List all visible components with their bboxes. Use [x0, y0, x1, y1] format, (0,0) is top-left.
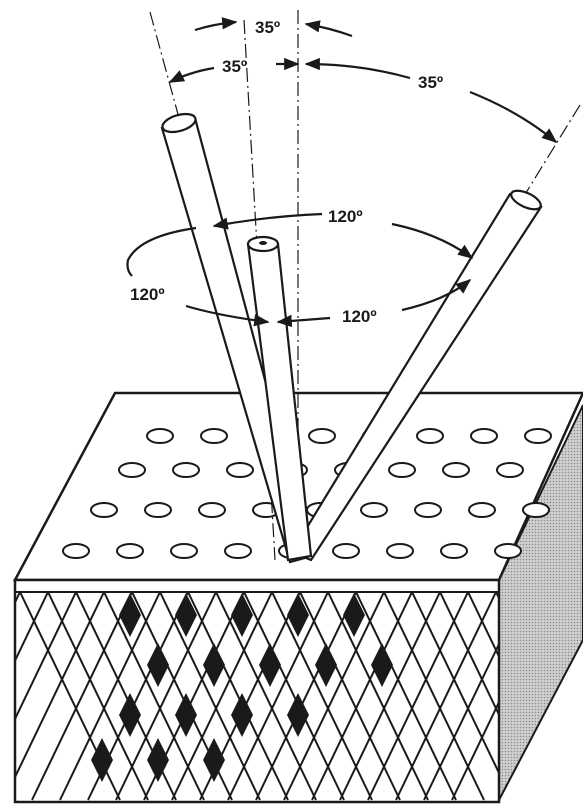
fiber-line	[47, 592, 149, 801]
hole	[198, 502, 226, 518]
hole	[172, 462, 200, 478]
fiber-line	[327, 592, 429, 801]
fiber-weave-pattern	[15, 592, 499, 801]
hole	[62, 543, 90, 559]
fiber-diamond	[287, 593, 309, 637]
hole	[200, 428, 228, 444]
fiber-diamond	[175, 593, 197, 637]
left-120-lower-arrow	[185, 304, 270, 327]
hole	[388, 462, 416, 478]
fiber-diamond	[147, 643, 169, 687]
fiber-line	[255, 592, 357, 801]
fiber-line	[367, 592, 469, 801]
fiber-line	[115, 592, 217, 801]
hole	[468, 502, 496, 518]
fiber-line	[31, 592, 133, 801]
hole	[332, 543, 360, 559]
hole	[360, 502, 388, 518]
fiber-diamond	[119, 593, 141, 637]
hole	[416, 428, 444, 444]
hole	[118, 462, 146, 478]
fiber-line	[271, 592, 373, 801]
rods	[160, 112, 543, 564]
angle-dimension-marks	[126, 17, 558, 328]
hole	[386, 543, 414, 559]
fiber-line	[59, 592, 161, 801]
fiber-diamond	[231, 693, 253, 737]
fiber-line	[423, 641, 499, 801]
hole	[524, 428, 552, 444]
fiber-diamond	[259, 643, 281, 687]
hole	[226, 462, 254, 478]
fiber-line	[451, 699, 499, 801]
fiber-diamond	[119, 693, 141, 737]
block-front-face	[13, 578, 501, 804]
fiber-line	[283, 592, 385, 801]
left-120-upper-arc	[126, 226, 197, 277]
hole	[146, 428, 174, 444]
fiber-diamond	[175, 693, 197, 737]
hole	[522, 502, 550, 518]
top-35-right-arrow	[304, 20, 353, 38]
fiber-line	[187, 592, 289, 801]
lower-120-left-arrow	[276, 314, 331, 328]
upper-120-label: 120º	[328, 207, 363, 226]
hole	[224, 543, 252, 559]
fiber-diamond	[371, 643, 393, 687]
fiber-line	[215, 592, 317, 801]
hole	[440, 543, 468, 559]
left-35-left-arrow	[168, 66, 215, 83]
upper-120-right-arrow	[391, 222, 474, 259]
hole	[90, 502, 118, 518]
fiber-diamond	[315, 643, 337, 687]
fiber-diamond	[91, 738, 113, 782]
hole	[170, 543, 198, 559]
fiber-line	[171, 592, 273, 801]
fiber-diamond	[203, 643, 225, 687]
fiber-line	[243, 592, 345, 801]
hole	[414, 502, 442, 518]
right-35-right-arrow	[469, 90, 558, 143]
hole	[308, 428, 336, 444]
upper-120-left-arrow	[212, 212, 323, 230]
fiber-line	[439, 592, 499, 718]
fiber-diamond	[231, 593, 253, 637]
fiber-line	[159, 592, 261, 801]
fiber-line	[339, 592, 441, 801]
fiber-line	[383, 592, 485, 801]
fiber-line	[15, 592, 105, 780]
fiber-diamond	[287, 693, 309, 737]
right-35-left-arrow	[304, 57, 411, 80]
fiber-diamond	[147, 738, 169, 782]
fiber-line	[227, 592, 329, 801]
left-35-label: 35º	[222, 57, 247, 76]
fiber-line	[15, 592, 77, 722]
fiber-line	[311, 592, 413, 801]
top-35-left-arrow	[194, 17, 238, 32]
fiber-line	[103, 592, 205, 801]
hole	[494, 543, 522, 559]
hole	[442, 462, 470, 478]
right-35-label: 35º	[418, 73, 443, 92]
left-120-label: 120º	[130, 285, 165, 304]
hole	[116, 543, 144, 559]
fiber-line	[355, 592, 457, 801]
lower-120-right-arrow	[401, 279, 472, 312]
top-35-label: 35º	[255, 18, 280, 37]
fiber-line	[411, 592, 499, 776]
fiber-diamond	[203, 738, 225, 782]
fiber-line	[467, 592, 499, 659]
fiber-diamond	[343, 593, 365, 637]
hole	[144, 502, 172, 518]
fiber-line	[15, 592, 49, 663]
hole	[496, 462, 524, 478]
lower-120-label: 120º	[342, 307, 377, 326]
right-rod	[290, 189, 543, 562]
fiber-line	[299, 592, 401, 801]
fiber-line	[395, 592, 497, 801]
hole	[470, 428, 498, 444]
